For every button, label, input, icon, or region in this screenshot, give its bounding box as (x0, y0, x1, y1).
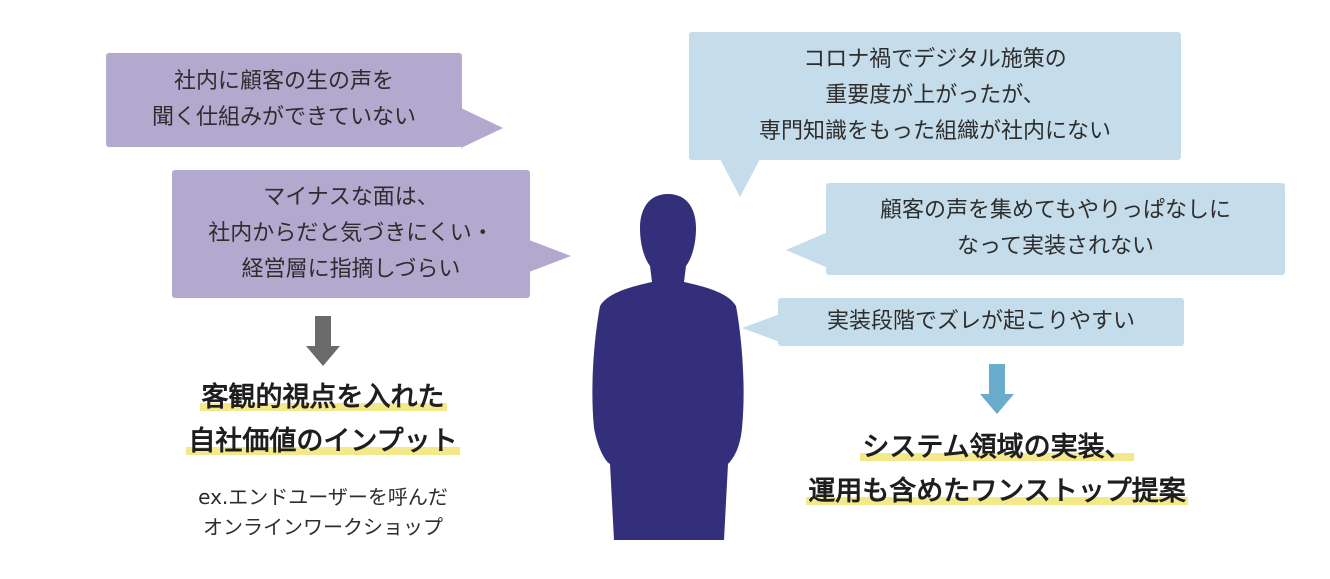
bubble-line: コロナ禍でデジタル施策の (803, 47, 1067, 72)
bubble-line: 聞く仕組みができていない (151, 105, 416, 130)
conclusion-line: 運用も含めたワンストップ提案 (806, 476, 1188, 507)
bubble-line: 専門知識をもった組織が社内にない (758, 119, 1111, 144)
speech-bubble-right-1: コロナ禍でデジタル施策の 重要度が上がったが、 専門知識をもった組織が社内にない (689, 32, 1181, 160)
speech-bubble-left-1: 社内に顧客の生の声を 聞く仕組みができていない (106, 53, 462, 147)
conclusion-line: システム領域の実装、 (860, 432, 1134, 463)
bubble-line: 社内に顧客の生の声を (173, 69, 394, 94)
conclusion-line: 自社価値のインプット (186, 426, 460, 457)
right-conclusion: システム領域の実装、 運用も含めたワンストップ提案 (797, 426, 1197, 514)
left-example-note: ex.エンドユーザーを呼んだ オンラインワークショップ (143, 482, 503, 542)
speech-bubble-tail (529, 240, 571, 272)
note-line: オンラインワークショップ (203, 515, 443, 539)
bubble-line: 社内からだと気づきにくい・ (208, 221, 494, 246)
down-arrow-icon (306, 316, 340, 366)
bubble-line: マイナスな面は、 (263, 185, 439, 210)
speech-bubble-tail (786, 232, 828, 268)
bubble-line: 顧客の声を集めてもやりっぱなしに (880, 198, 1231, 223)
note-line: ex.エンドユーザーを呼んだ (198, 485, 448, 509)
down-arrow-icon (980, 364, 1014, 414)
bubble-line: 実装段階でズレが起こりやすい (826, 309, 1135, 334)
speech-bubble-tail (461, 108, 503, 148)
bubble-line: なって実装されない (957, 234, 1154, 259)
speech-bubble-right-3: 実装段階でズレが起こりやすい (778, 298, 1184, 346)
speech-bubble-tail (720, 159, 760, 197)
speech-bubble-left-2: マイナスな面は、 社内からだと気づきにくい・ 経営層に指摘しづらい (172, 170, 530, 298)
bubble-line: 重要度が上がったが、 (825, 83, 1045, 108)
speech-bubble-right-2: 顧客の声を集めてもやりっぱなしに なって実装されない (826, 183, 1285, 275)
speech-bubble-tail (742, 314, 780, 342)
person-silhouette-icon (592, 194, 744, 540)
left-conclusion: 客観的視点を入れた 自社価値のインプット (143, 376, 503, 464)
conclusion-line: 客観的視点を入れた (199, 382, 447, 413)
bubble-line: 経営層に指摘しづらい (241, 257, 461, 282)
